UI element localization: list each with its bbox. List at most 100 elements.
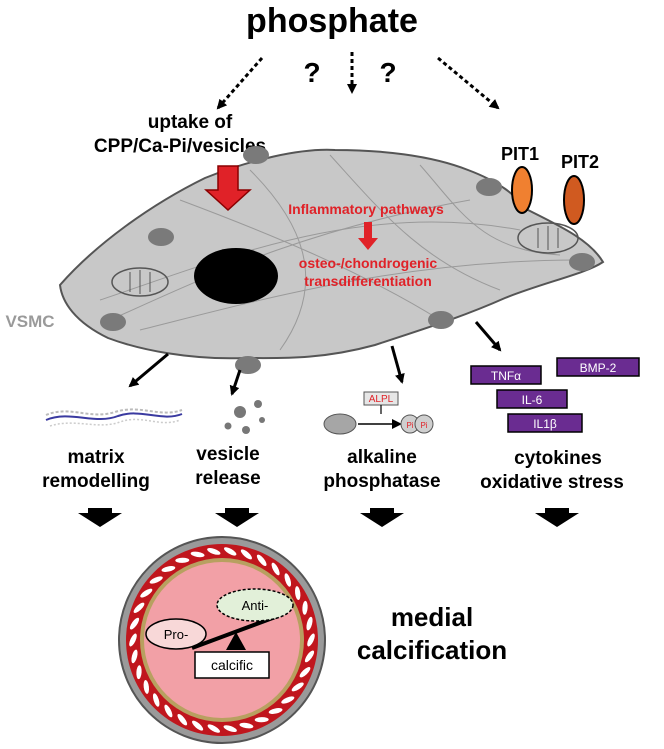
- title-phosphate: phosphate: [246, 2, 418, 40]
- balance-calcific-box: [194, 651, 270, 679]
- media-cell: [140, 588, 153, 598]
- media-cell: [256, 554, 267, 567]
- pit1-transporter: [511, 166, 533, 214]
- vsmc-label: VSMC: [5, 312, 54, 331]
- media-cell: [284, 573, 292, 587]
- uptake-red-arrow: [204, 165, 252, 212]
- down-arrow-1: [78, 508, 122, 527]
- media-cell: [131, 649, 138, 664]
- pit2-transporter: [563, 175, 585, 225]
- cytokine-box-il1b: [507, 413, 583, 433]
- media-cell: [149, 576, 163, 584]
- cytokine-tnfa: TNFα: [491, 369, 521, 383]
- media-cell: [223, 725, 237, 732]
- arrow-cytokines: [474, 321, 502, 352]
- arrow-alkaline: [390, 345, 405, 384]
- media-cell: [129, 633, 137, 647]
- inflammatory-label: Inflammatory pathways: [288, 201, 444, 217]
- alpl-illustration: ALPL Pi Pi: [323, 391, 434, 435]
- outcome-vesicle-line1: vesicle: [196, 444, 259, 465]
- media-cell: [207, 548, 221, 555]
- down-arrow-4: [535, 508, 579, 527]
- question-mark-right: ?: [379, 57, 396, 88]
- media-cell: [143, 679, 150, 694]
- media-cell: [224, 547, 237, 556]
- balance-pro-label: Pro-: [164, 627, 189, 642]
- media-cell: [133, 602, 145, 613]
- outcome-vesicle-line2: release: [195, 468, 261, 489]
- media-cell: [271, 562, 280, 576]
- media-cell: [302, 600, 308, 615]
- media-cell: [239, 722, 254, 729]
- outcome-cytokines-line2: oxidative stress: [480, 472, 624, 493]
- arrow-to-uptake: [216, 57, 264, 110]
- arrow-matrix: [128, 352, 169, 388]
- media-cell: [152, 693, 160, 707]
- result-line1: medial: [391, 602, 473, 632]
- arrow-vesicle: [229, 369, 242, 396]
- media-cells: [129, 547, 315, 733]
- pi-label-1: Pi: [406, 421, 413, 430]
- matrix-fibres: [45, 408, 183, 427]
- down-arrow-3: [360, 508, 404, 527]
- vesicles: [224, 400, 265, 434]
- result-line2: calcification: [357, 635, 507, 665]
- outcome-matrix-line2: remodelling: [42, 471, 150, 492]
- media-cell: [306, 616, 313, 631]
- media-cell: [299, 667, 311, 678]
- pi-label-2: Pi: [420, 421, 427, 430]
- nucleus: [194, 248, 278, 304]
- mitochondria-cristae: [129, 226, 559, 294]
- focal-adhesions: [100, 146, 595, 374]
- cytokine-box-tnfa: [470, 365, 542, 385]
- alpl-label: ALPL: [369, 394, 394, 405]
- pit2-label: PIT2: [561, 152, 599, 172]
- uptake-label-line1: uptake of: [148, 112, 233, 133]
- media-cell: [207, 724, 220, 733]
- balance-beam: [191, 614, 279, 650]
- media-cell: [254, 717, 269, 723]
- balance-calcific-label: calcific: [211, 657, 253, 673]
- media-cell: [161, 566, 176, 572]
- media-cell: [175, 557, 190, 563]
- media-cell: [304, 650, 315, 663]
- pit1-label: PIT1: [501, 144, 539, 164]
- mitochondrion-left: [111, 267, 169, 297]
- balance-anti: [216, 588, 294, 622]
- cytokine-il1b: IL1β: [533, 417, 557, 431]
- media-cell: [240, 549, 252, 560]
- balance-anti-label: Anti-: [242, 598, 269, 613]
- media-cell: [268, 708, 283, 714]
- cytokine-boxes: TNFα BMP-2 IL-6 IL1β: [470, 357, 640, 433]
- transdiff-line1: osteo-/chondrogenic: [299, 255, 438, 271]
- arrow-to-pit: [437, 56, 500, 110]
- mitochondrion-right: [517, 222, 579, 254]
- cytokine-box-bmp2: [556, 357, 640, 377]
- balance-fulcrum: [226, 632, 246, 650]
- media-cell: [136, 665, 142, 680]
- media-cell: [164, 704, 173, 718]
- down-arrows: [78, 508, 579, 527]
- down-arrow-2: [215, 508, 259, 527]
- media-cell: [307, 633, 315, 647]
- uptake-label-line2: CPP/Ca-Pi/vesicles: [94, 136, 266, 157]
- cytokine-il6: IL-6: [522, 393, 543, 407]
- media-cell: [177, 713, 188, 726]
- question-mark-left: ?: [303, 57, 320, 88]
- outcome-cytokines-line1: cytokines: [514, 448, 602, 469]
- media-cell: [294, 586, 301, 601]
- outcome-alkaline-line2: phosphatase: [323, 471, 440, 492]
- media-cell: [190, 551, 205, 558]
- cytokine-bmp2: BMP-2: [580, 361, 617, 375]
- outcome-alkaline-line1: alkaline: [347, 447, 417, 468]
- cytokine-box-il6: [496, 389, 568, 409]
- media-cell: [192, 720, 204, 731]
- inflammatory-arrow: [358, 222, 378, 250]
- media-cell: [281, 696, 295, 704]
- media-cell: [291, 682, 304, 692]
- transdiff-line2: transdifferentiation: [304, 273, 432, 289]
- media-cell: [129, 617, 140, 630]
- outcome-matrix-line1: matrix: [67, 447, 124, 468]
